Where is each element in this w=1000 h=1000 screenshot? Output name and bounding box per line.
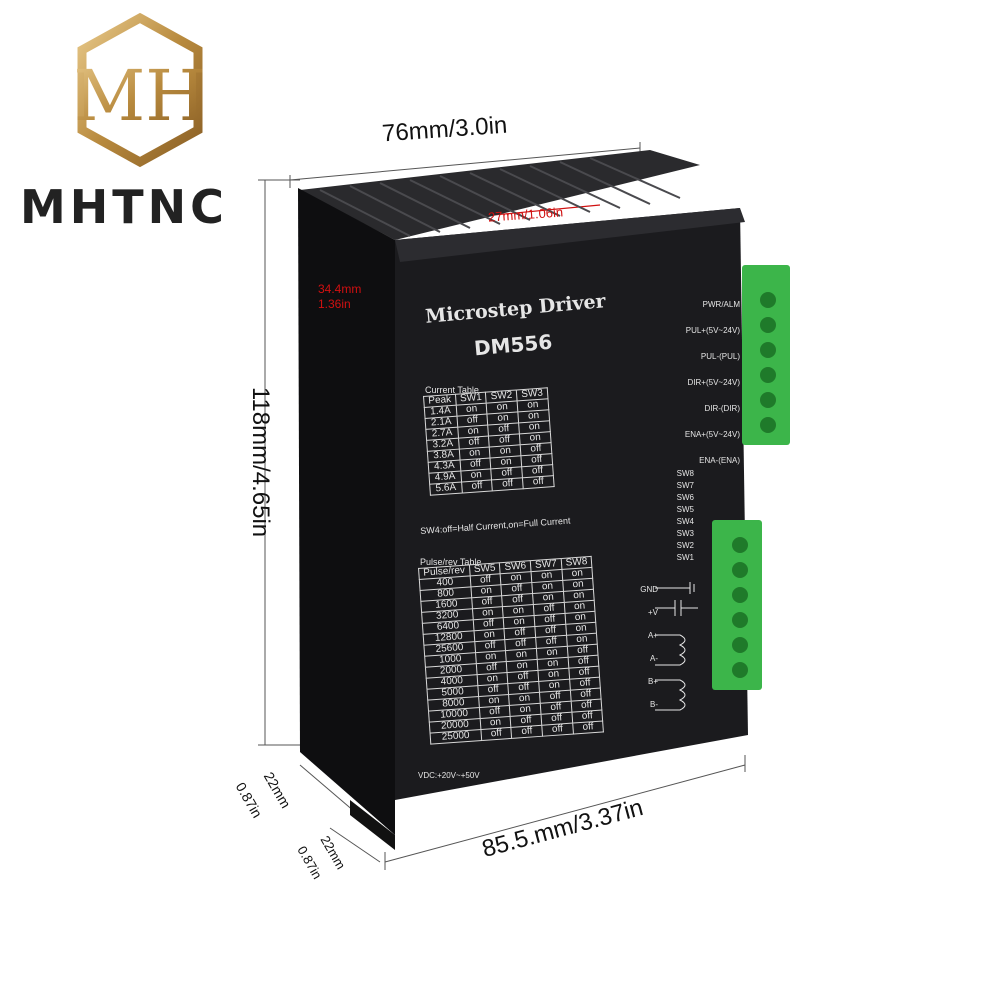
signal-label: PWR/ALM [702, 300, 740, 309]
brand-name: MHTNC [20, 180, 228, 234]
side-depth-in: 1.36in [318, 297, 351, 311]
pulse-table-caption: Pulse/rev Table [420, 557, 482, 567]
pulse-table-cell: off [541, 723, 574, 737]
signal-label: ENA-(ENA) [699, 456, 740, 465]
signal-label: PUL-(PUL) [700, 352, 740, 361]
logo-letters: MH [74, 55, 207, 137]
power-label: GND [640, 585, 658, 594]
switch-label: SW2 [676, 541, 694, 550]
pulse-table-cell: off [511, 725, 543, 739]
signal-label: DIR-(DIR) [704, 404, 740, 413]
switch-label: SW8 [676, 469, 694, 478]
signal-label: PUL+(5V~24V) [685, 326, 740, 335]
power-label: +V [647, 608, 658, 617]
current-table-cell: off [522, 475, 554, 489]
height-dimension: 118mm/4.65in [247, 386, 274, 538]
pulse-table-cell: off [572, 720, 604, 735]
current-table-caption: Current Table [425, 385, 479, 395]
vdc-rating: VDC:+20V~+50V [418, 771, 480, 780]
signal-label: ENA+(5V~24V) [684, 430, 740, 439]
switch-label: SW3 [676, 529, 694, 538]
switch-label: SW5 [676, 505, 694, 514]
switch-label: SW7 [676, 481, 694, 490]
side-depth-mm: 34.4mm [318, 282, 362, 296]
switch-label: SW4 [676, 517, 694, 526]
power-label: B- [650, 700, 658, 709]
switch-label: SW1 [676, 553, 694, 562]
signal-label: DIR+(5V~24V) [687, 378, 740, 387]
current-table-cell: 5.6A [429, 482, 463, 496]
pulse-table-cell: off [480, 727, 512, 741]
power-label: B+ [647, 677, 658, 686]
current-table-cell: off [461, 479, 493, 494]
switch-label: SW6 [676, 493, 694, 502]
current-table-cell: off [491, 477, 524, 491]
power-label: A- [650, 654, 658, 663]
mh-logo: MH [74, 12, 207, 168]
power-label: A+ [647, 631, 658, 640]
